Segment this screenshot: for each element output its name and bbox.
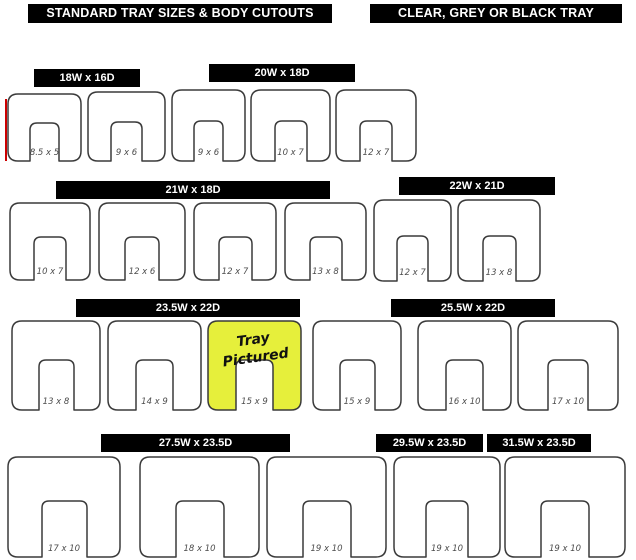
tray: 13 x 8 [284,202,367,281]
tray: 15 x 9 [312,320,402,411]
cutout-size-label: 12 x 6 [128,267,156,277]
page-title: STANDARD TRAY SIZES & BODY CUTOUTS [28,4,332,23]
cutout-size-label: 12 x 7 [362,148,390,158]
tray: 8.5 x 5 [7,93,82,162]
cutout-size-label: 9 x 6 [115,148,138,158]
cutout-size-label: 19 x 10 [430,544,464,554]
size-group-label: 23.5W x 22D [76,299,300,317]
tray: 16 x 10 [417,320,512,411]
tray: 12 x 7 [193,202,277,281]
tray-shape [98,202,186,281]
tray-shape [139,456,260,558]
cutout-size-label: 17 x 10 [47,544,81,554]
tray: 19 x 10 [504,456,626,558]
cutout-size-label: 10 x 7 [36,267,64,277]
cutout-size-label: 18 x 10 [183,544,216,554]
cutout-size-label: 14 x 9 [141,397,168,407]
tray: 14 x 9 [107,320,202,411]
size-group-label: 22W x 21D [399,177,555,195]
tray-shape [373,199,452,282]
tray-shape [312,320,402,411]
size-group-label: 20W x 18D [209,64,355,82]
size-group-label: 29.5W x 23.5D [376,434,483,452]
tray: 9 x 6 [171,89,246,162]
tray: 12 x 7 [335,89,417,162]
tray-shape [7,456,121,558]
tray-shape [284,202,367,281]
tray-shape [335,89,417,162]
tray: 19 x 10 [393,456,501,558]
cutout-size-label: 8.5 x 5 [29,148,60,158]
cutout-size-label: 15 x 9 [343,397,371,407]
cutout-size-label: 13 x 8 [42,397,70,407]
cutout-size-label: 13 x 8 [312,267,339,277]
tray: 12 x 6 [98,202,186,281]
size-group-label: 31.5W x 23.5D [487,434,591,452]
tray: 18 x 10 [139,456,260,558]
tray-shape [207,320,302,411]
tray-shape [9,202,91,281]
tray: 13 x 8 [457,199,541,282]
tray-shape [504,456,626,558]
size-group-label: 18W x 16D [34,69,140,87]
tray-shape [193,202,277,281]
cutout-size-label: 12 x 7 [221,267,249,277]
size-group-label: 25.5W x 22D [391,299,555,317]
tray: 10 x 7 [250,89,331,162]
cutout-size-label: 9 x 6 [197,148,220,158]
tray-shape [393,456,501,558]
tray-shape [87,91,166,162]
cutout-size-label: 13 x 8 [485,268,513,278]
tray: 13 x 8 [11,320,101,411]
tray-shape [171,89,246,162]
tray: 17 x 10 [7,456,121,558]
tray-shape [266,456,387,558]
cutout-size-label: 10 x 7 [277,148,304,158]
cutout-size-label: 19 x 10 [310,544,343,554]
tray: 19 x 10 [266,456,387,558]
tray-shape [7,93,82,162]
tray-shape [250,89,331,162]
tray-shape [417,320,512,411]
tray-shape [457,199,541,282]
tray-color-subtitle: CLEAR, GREY OR BLACK TRAY [370,4,622,23]
tray-shape [517,320,619,411]
cutout-size-label: 12 x 7 [399,268,426,278]
tray: 10 x 7 [9,202,91,281]
tray: 9 x 6 [87,91,166,162]
tray: 12 x 7 [373,199,452,282]
tray-shape [11,320,101,411]
size-group-label: 21W x 18D [56,181,330,199]
red-annotation-line [5,99,7,161]
tray: 17 x 10 [517,320,619,411]
cutout-size-label: 17 x 10 [551,397,585,407]
cutout-size-label: 19 x 10 [548,544,582,554]
cutout-size-label: 16 x 10 [448,397,481,407]
size-group-label: 27.5W x 23.5D [101,434,290,452]
cutout-size-label: 15 x 9 [241,397,268,407]
tray-shape [107,320,202,411]
